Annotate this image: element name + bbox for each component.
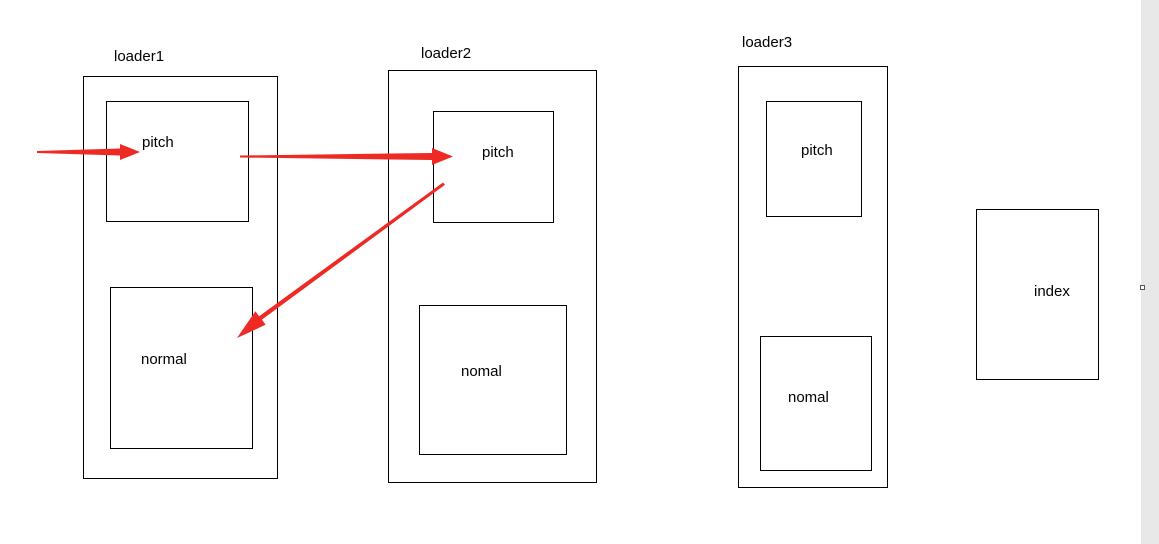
loader1-pitch-box [106,101,249,222]
loader2-normal-label: nomal [461,363,502,380]
loader3-pitch-label: pitch [801,142,833,159]
vertical-scrollbar[interactable] [1141,0,1159,544]
loader2-normal-box [419,305,567,455]
loader3-normal-label: nomal [788,389,829,406]
loader1-pitch-label: pitch [142,134,174,151]
loader3-normal-box [760,336,872,471]
index-box [976,209,1099,380]
loader1-normal-label: normal [141,351,187,368]
loader2-title: loader2 [421,45,472,62]
loader3-title: loader3 [742,34,793,51]
loader3-pitch-box [766,101,862,217]
loader1-normal-box [110,287,253,449]
index-label: index [1034,283,1070,300]
loader3-container [738,66,888,488]
loader2-pitch-label: pitch [482,144,514,161]
resize-handle[interactable] [1140,285,1145,290]
loader1-title: loader1 [114,48,165,65]
loader2-pitch-box [433,111,554,223]
